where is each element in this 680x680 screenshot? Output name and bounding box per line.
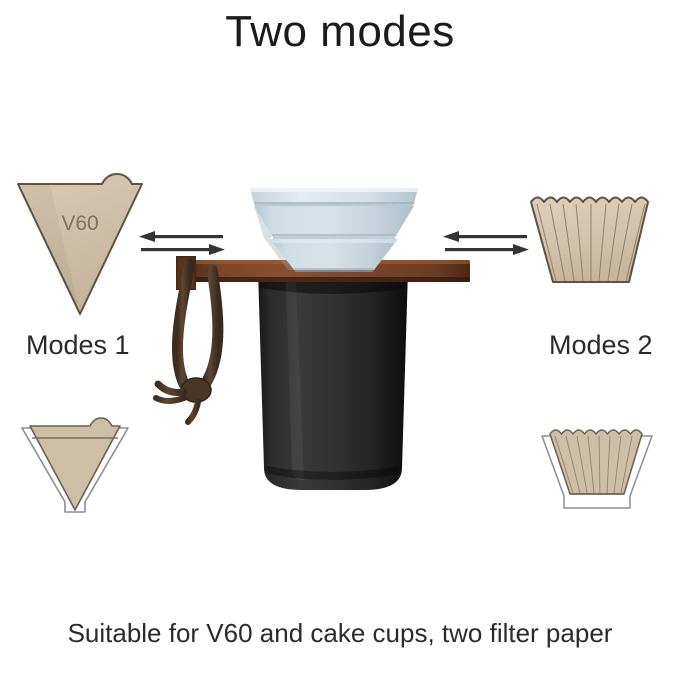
arrow-left-top	[443, 231, 527, 242]
leather-strap	[153, 258, 224, 425]
cake-filter-top	[528, 190, 654, 290]
arrow-right-bottom	[445, 244, 529, 255]
v60-filter-top: V60	[14, 172, 146, 318]
arrow-left-top	[139, 231, 223, 242]
exchange-arrows-right	[443, 228, 529, 262]
carafe	[258, 270, 408, 490]
page-caption: Suitable for V60 and cake cups, two filt…	[67, 618, 613, 648]
ceramic-dripper	[250, 188, 418, 272]
product-photo	[150, 178, 510, 508]
v60-filter-text: V60	[61, 212, 98, 235]
mode-label-1: Modes 1	[26, 330, 130, 360]
cake-filter-in-dripper	[538, 420, 656, 516]
mode-label-2: Modes 2	[549, 330, 653, 360]
exchange-arrows-left	[139, 228, 225, 262]
v60-filter-in-dripper	[16, 414, 134, 518]
page-title: Two modes	[225, 7, 455, 56]
arrow-right-bottom	[141, 244, 225, 255]
